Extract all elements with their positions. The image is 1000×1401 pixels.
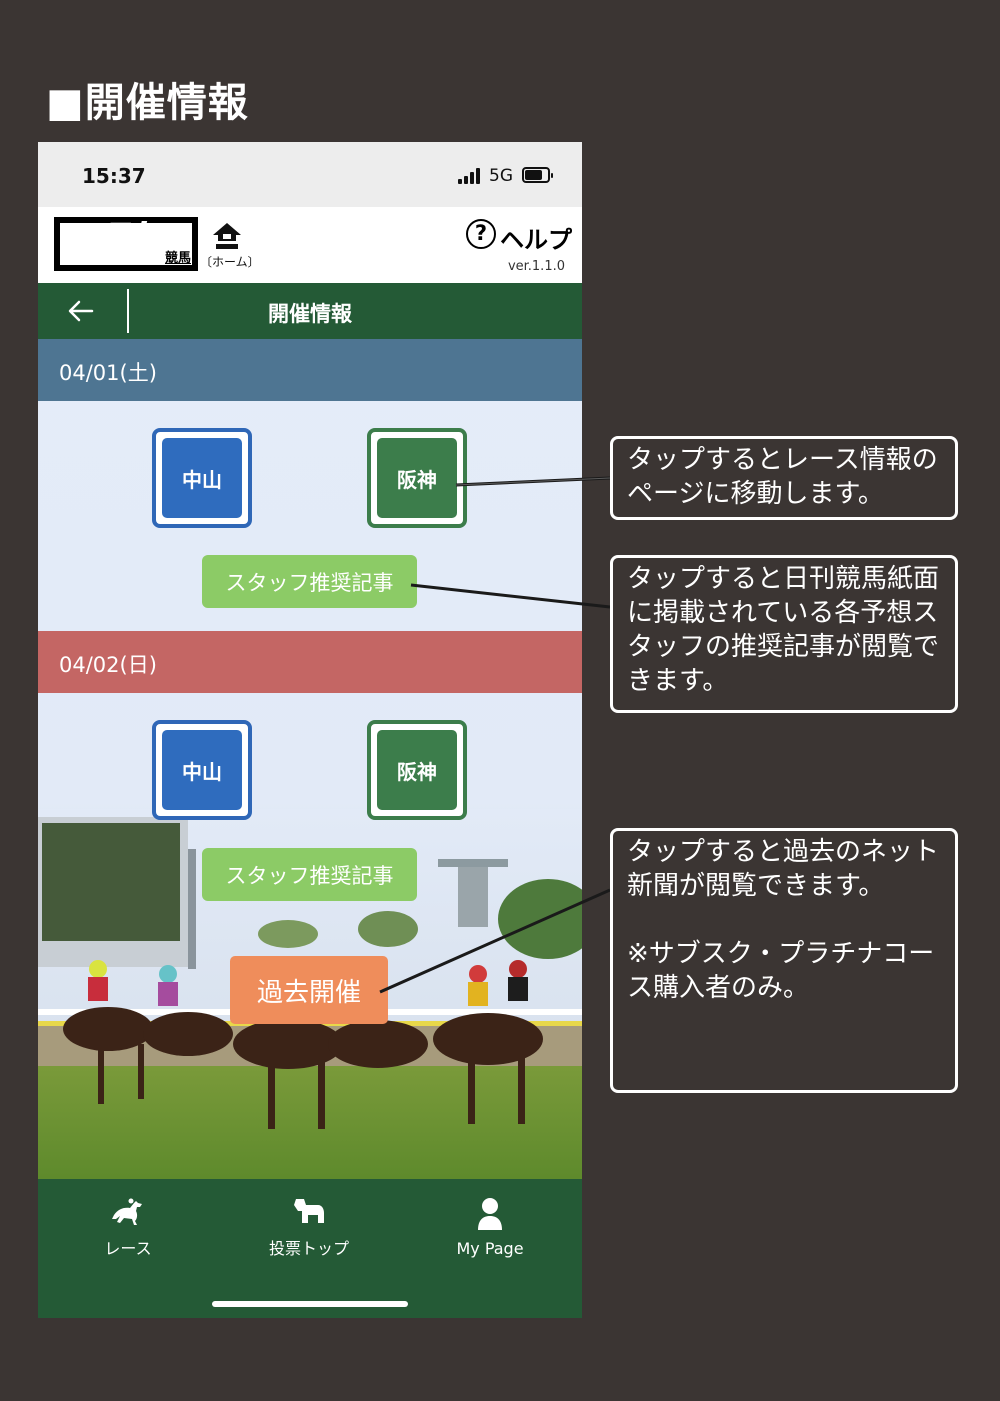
horse-racing-icon — [112, 1198, 142, 1225]
staff-recommendation-button[interactable]: スタッフ推奨記事 — [202, 555, 417, 608]
tab-bar: レース 投票トップ My Page — [38, 1179, 582, 1318]
tab-race[interactable]: レース — [58, 1197, 198, 1259]
nav-divider — [127, 289, 129, 333]
venue-label: 中山 — [162, 438, 242, 518]
venue-button-hanshin[interactable]: 阪神 — [367, 720, 467, 820]
tab-label: レース — [104, 1239, 152, 1258]
date-header: 04/02(日) — [38, 631, 582, 693]
user-icon — [478, 1198, 502, 1230]
callout-staff-articles: タップすると日刊競馬紙面 に掲載されている各予想ス タッフの推奨記事が閲覧で き… — [610, 555, 958, 713]
callout-text: タップするとレース情報の ページに移動します。 — [627, 445, 938, 509]
app-header: 日刊 競馬 〔ホーム〕 ? ヘルプ ver.1.1.0 — [38, 207, 582, 283]
nav-bar: 開催情報 — [38, 283, 582, 339]
nikkan-keiba-logo[interactable]: 日刊 競馬 — [54, 217, 198, 271]
logo-text: 日刊 — [63, 218, 142, 265]
home-icon — [213, 223, 241, 249]
venue-button-nakayama[interactable]: 中山 — [152, 720, 252, 820]
venue-button-hanshin[interactable]: 阪神 — [367, 428, 467, 528]
home-indicator — [212, 1301, 408, 1307]
battery-icon — [522, 167, 553, 183]
signal-icon — [458, 168, 482, 184]
schedule-content: 04/01(土) 中山 阪神 スタッフ推奨記事 04/02(日) 中山 阪神 ス… — [38, 339, 582, 1179]
tab-label: 投票トップ — [268, 1239, 349, 1258]
horse-head-icon — [294, 1199, 324, 1223]
nav-title: 開催情報 — [268, 302, 352, 326]
page-heading: ■開催情報 — [46, 80, 249, 126]
help-icon: ? — [466, 219, 496, 249]
help-label: ヘルプ — [500, 226, 572, 254]
logo-sub: 競馬 — [164, 251, 191, 266]
phone-screen: 15:37 5G 日刊 競馬 〔ホーム〕 ? ヘルプ ver.1.1.0 — [38, 142, 582, 1318]
tab-my-page[interactable]: My Page — [420, 1197, 560, 1258]
status-bar: 15:37 5G — [38, 142, 582, 207]
date-header: 04/01(土) — [38, 339, 582, 401]
past-races-button[interactable]: 過去開催 — [230, 956, 388, 1024]
venue-label: 阪神 — [377, 438, 457, 518]
venue-label: 阪神 — [377, 730, 457, 810]
staff-recommendation-button[interactable]: スタッフ推奨記事 — [202, 848, 417, 901]
callout-text: タップすると日刊競馬紙面 に掲載されている各予想ス タッフの推奨記事が閲覧で き… — [627, 564, 940, 696]
status-time: 15:37 — [82, 164, 146, 188]
network-label: 5G — [489, 166, 513, 186]
home-button[interactable]: 〔ホーム〕 — [200, 221, 260, 275]
callout-text: タップすると過去のネット 新聞が閲覧できます。 ※サブスク・プラチナコー ス購入… — [627, 837, 940, 1003]
venue-label: 中山 — [162, 730, 242, 810]
version-label: ver.1.1.0 — [507, 259, 565, 274]
tab-vote-top[interactable]: 投票トップ — [239, 1197, 379, 1259]
home-label: 〔ホーム〕 — [200, 255, 260, 269]
tab-label: My Page — [456, 1239, 524, 1258]
callout-past-races: タップすると過去のネット 新聞が閲覧できます。 ※サブスク・プラチナコー ス購入… — [610, 828, 958, 1093]
arrow-left-icon[interactable] — [66, 297, 96, 325]
callout-race-info: タップするとレース情報の ページに移動します。 — [610, 436, 958, 520]
venue-button-nakayama[interactable]: 中山 — [152, 428, 252, 528]
